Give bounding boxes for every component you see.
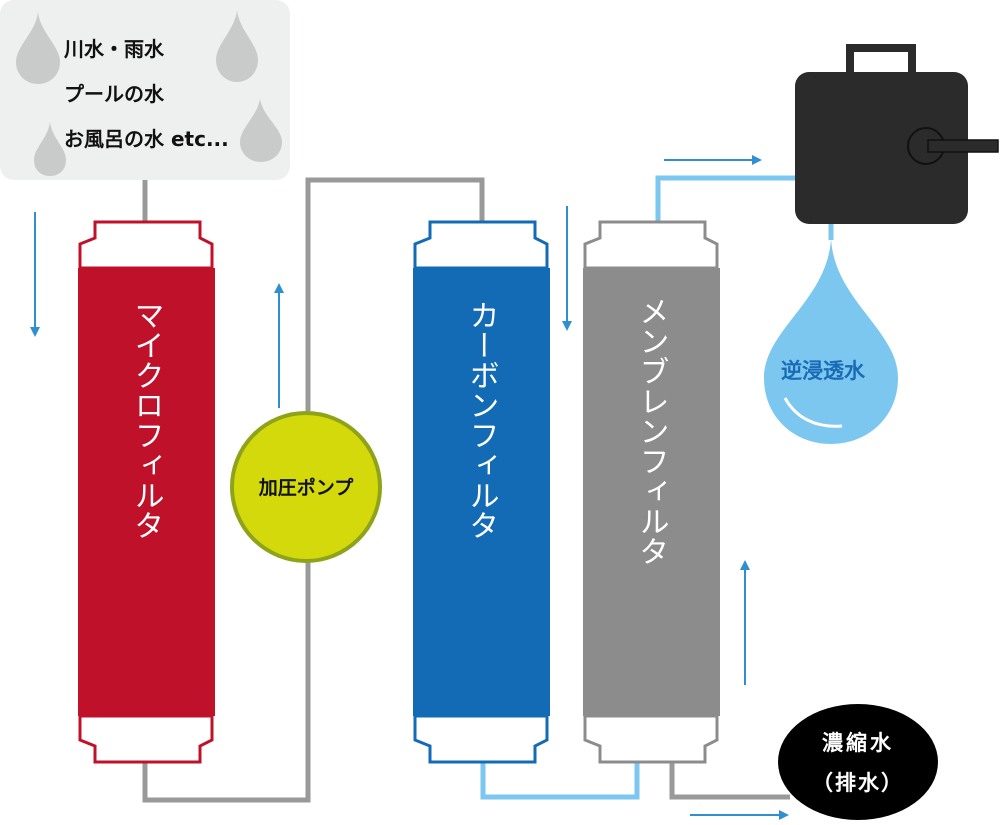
raindrop-icon (16, 12, 60, 84)
filter-top-cap (413, 220, 549, 270)
source-line-3: お風呂の水 etc... (64, 127, 229, 151)
filter-top-cap (583, 220, 719, 270)
filter-bottom-cap (583, 714, 719, 764)
tap-spout (927, 139, 999, 153)
concentrate-drain: 濃縮水 （排水） (778, 704, 938, 820)
source-panel: 川水・雨水 プールの水 お風呂の水 etc... (0, 0, 290, 180)
drain-label: （排水） (812, 771, 904, 795)
raindrop-icon (34, 122, 66, 176)
filter-body (413, 268, 550, 716)
concentrate-label: 濃縮水 (822, 731, 894, 755)
carbon-filter: カーボンフィルタ (413, 220, 550, 764)
concentrate-ellipse (778, 704, 938, 820)
ro-water-drop: 逆浸透水 (764, 238, 898, 444)
pipe-carbon-to-membrane (480, 755, 640, 800)
drop-shape (764, 238, 898, 444)
pipe-membrane-to-drain (669, 755, 790, 800)
filter-bottom-cap (413, 714, 549, 764)
raindrop-icon (240, 98, 282, 162)
filter-top-cap (78, 220, 214, 270)
ro-water-label: 逆浸透水 (781, 359, 866, 383)
tank-body (795, 72, 968, 224)
membrane-filter-label: メンブレンフィルタ (634, 296, 669, 566)
pump-label: 加圧ポンプ (258, 476, 354, 499)
pump-circle (230, 411, 382, 563)
source-background (0, 0, 290, 180)
filter-body (78, 268, 215, 716)
micro-filter: マイクロフィルタ (78, 220, 215, 764)
filter-bottom-cap (78, 714, 214, 764)
water-tank-icon (795, 44, 999, 224)
flow-arrows (30, 155, 789, 820)
filter-body (583, 268, 720, 716)
carbon-filter-label: カーボンフィルタ (464, 300, 499, 540)
micro-filter-label: マイクロフィルタ (129, 300, 164, 540)
pressure-pump: 加圧ポンプ (230, 411, 382, 563)
membrane-filter: メンブレンフィルタ (583, 220, 720, 764)
raindrop-icon (216, 10, 258, 82)
source-line-2: プールの水 (64, 82, 165, 106)
tank-handle (846, 44, 916, 72)
source-line-1: 川水・雨水 (63, 37, 165, 61)
drop-highlight (783, 397, 843, 428)
